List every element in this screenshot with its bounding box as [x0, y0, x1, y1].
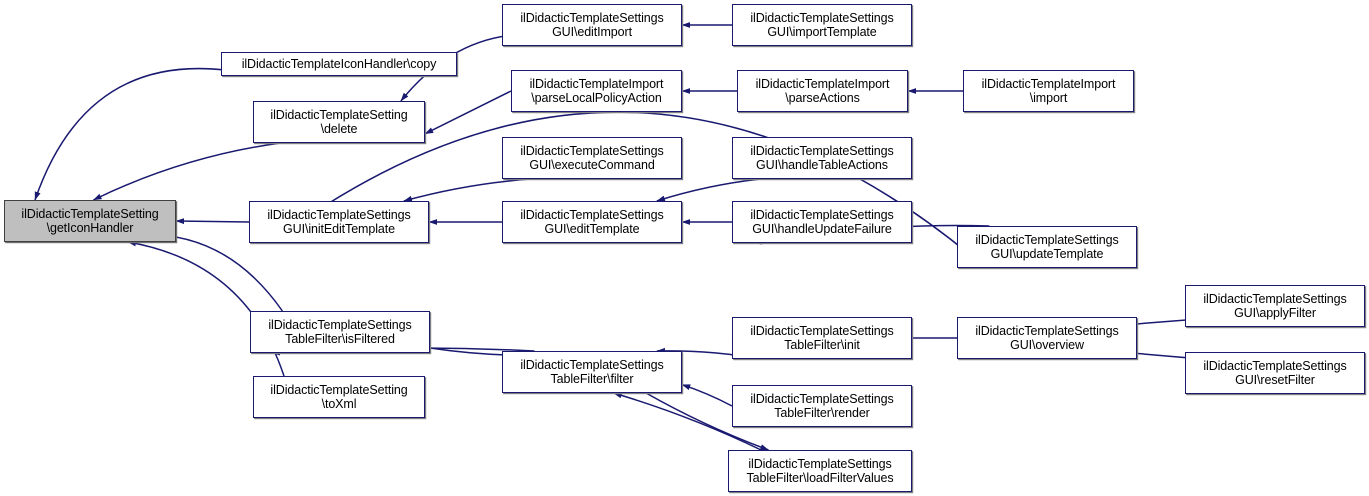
graph-edge-iconHandlerCopy-to-getIconHandler [34, 67, 259, 201]
graph-edge-initEditTemplate-to-getIconHandler [175, 218, 250, 225]
graph-node-label: ilDidacticTemplateSettings GUI\editTempl… [520, 207, 664, 237]
graph-node-label: ilDidacticTemplateSettings GUI\editImpor… [520, 10, 664, 40]
graph-node-label: ilDidacticTemplateSettings GUI\handleUpd… [750, 207, 894, 237]
graph-edge-isFiltered-to-filter [429, 347, 514, 358]
graph-node-label: ilDidacticTemplateSetting \toXml [270, 382, 408, 412]
graph-node-handleTableActions[interactable]: ilDidacticTemplateSettings GUI\handleTab… [732, 137, 912, 179]
graph-node-overview[interactable]: ilDidacticTemplateSettings GUI\overview [957, 317, 1137, 359]
graph-edge-executeCommand-to-initEditTemplate [403, 178, 531, 202]
graph-node-filter[interactable]: ilDidacticTemplateSettings TableFilter\f… [502, 351, 682, 393]
graph-node-toXml[interactable]: ilDidacticTemplateSetting \toXml [253, 376, 425, 418]
graph-node-label: ilDidacticTemplateSettings GUI\applyFilt… [1203, 291, 1347, 321]
graph-node-deleteSetting[interactable]: ilDidacticTemplateSetting \delete [253, 101, 425, 143]
graph-node-render[interactable]: ilDidacticTemplateSettings TableFilter\r… [732, 385, 912, 427]
graph-node-label: ilDidacticTemplateSettings TableFilter\f… [520, 357, 664, 387]
graph-node-getIconHandler[interactable]: ilDidacticTemplateSetting \getIconHandle… [4, 200, 176, 242]
graph-edge-render-to-filter [681, 383, 733, 407]
graph-node-label: ilDidacticTemplateSettings GUI\handleTab… [750, 143, 894, 173]
graph-node-editTemplate[interactable]: ilDidacticTemplateSettings GUI\editTempl… [502, 201, 682, 243]
graph-node-label: ilDidacticTemplateSetting \getIconHandle… [21, 206, 159, 236]
graph-node-label: ilDidacticTemplateSettings GUI\executeCo… [520, 143, 664, 173]
graph-node-parseActions[interactable]: ilDidacticTemplateImport \parseActions [737, 70, 908, 112]
graph-node-editImport[interactable]: ilDidacticTemplateSettings GUI\editImpor… [502, 4, 682, 46]
graph-node-label: ilDidacticTemplateSettings TableFilter\i… [268, 317, 412, 347]
graph-node-label: ilDidacticTemplateSettings GUI\initEditT… [267, 207, 411, 237]
graph-node-resetFilter[interactable]: ilDidacticTemplateSettings GUI\resetFilt… [1185, 352, 1365, 394]
graph-node-loadFilterValues[interactable]: ilDidacticTemplateSettings TableFilter\l… [728, 450, 912, 492]
graph-node-handleUpdateFailure[interactable]: ilDidacticTemplateSettings GUI\handleUpd… [732, 201, 912, 243]
graph-node-label: ilDidacticTemplateImport \import [981, 76, 1116, 106]
graph-node-label: ilDidacticTemplateSetting \delete [270, 107, 408, 137]
graph-node-label: ilDidacticTemplateSettings GUI\resetFilt… [1203, 358, 1347, 388]
graph-node-label: ilDidacticTemplateSettings GUI\updateTem… [975, 232, 1119, 262]
graph-node-label: ilDidacticTemplateSettings GUI\overview [975, 323, 1119, 353]
graph-node-label: ilDidacticTemplateImport \parseActions [755, 76, 890, 106]
graph-node-label: ilDidacticTemplateImport \parseLocalPoli… [529, 76, 664, 106]
graph-node-label: ilDidacticTemplateSettings TableFilter\l… [746, 456, 894, 486]
graph-node-iconHandlerCopy[interactable]: ilDidacticTemplateIconHandler\copy [221, 52, 457, 76]
graph-edge-parseLocalPolicyAction-to-deleteSetting [424, 90, 512, 135]
graph-edge-isFiltered-to-getIconHandler [93, 233, 284, 312]
graph-node-isFiltered[interactable]: ilDidacticTemplateSettings TableFilter\i… [250, 311, 430, 353]
graph-node-label: ilDidacticTemplateSettings TableFilter\r… [750, 391, 894, 421]
graph-edge-deleteSetting-to-getIconHandler [93, 142, 281, 201]
graph-node-label: ilDidacticTemplateSettings TableFilter\i… [750, 323, 894, 353]
graph-node-applyFilter[interactable]: ilDidacticTemplateSettings GUI\applyFilt… [1185, 285, 1365, 327]
graph-edge-toXml-to-getIconHandler [127, 240, 285, 377]
graph-edge-handleTableActions-to-editTemplate [656, 178, 761, 202]
graph-node-importTemplate[interactable]: ilDidacticTemplateSettings GUI\importTem… [732, 4, 912, 46]
graph-node-label: ilDidacticTemplateIconHandler\copy [241, 56, 437, 71]
graph-node-import[interactable]: ilDidacticTemplateImport \import [963, 70, 1134, 112]
graph-node-initEditTemplate[interactable]: ilDidacticTemplateSettings GUI\initEditT… [249, 201, 429, 243]
graph-node-updateTemplate[interactable]: ilDidacticTemplateSettings GUI\updateTem… [957, 226, 1137, 268]
graph-node-executeCommand[interactable]: ilDidacticTemplateSettings GUI\executeCo… [502, 137, 682, 179]
graph-node-tableFilterInit[interactable]: ilDidacticTemplateSettings TableFilter\i… [732, 317, 912, 359]
graph-node-label: ilDidacticTemplateSettings GUI\importTem… [750, 10, 894, 40]
graph-node-parseLocalPolicyAction[interactable]: ilDidacticTemplateImport \parseLocalPoli… [511, 70, 682, 112]
